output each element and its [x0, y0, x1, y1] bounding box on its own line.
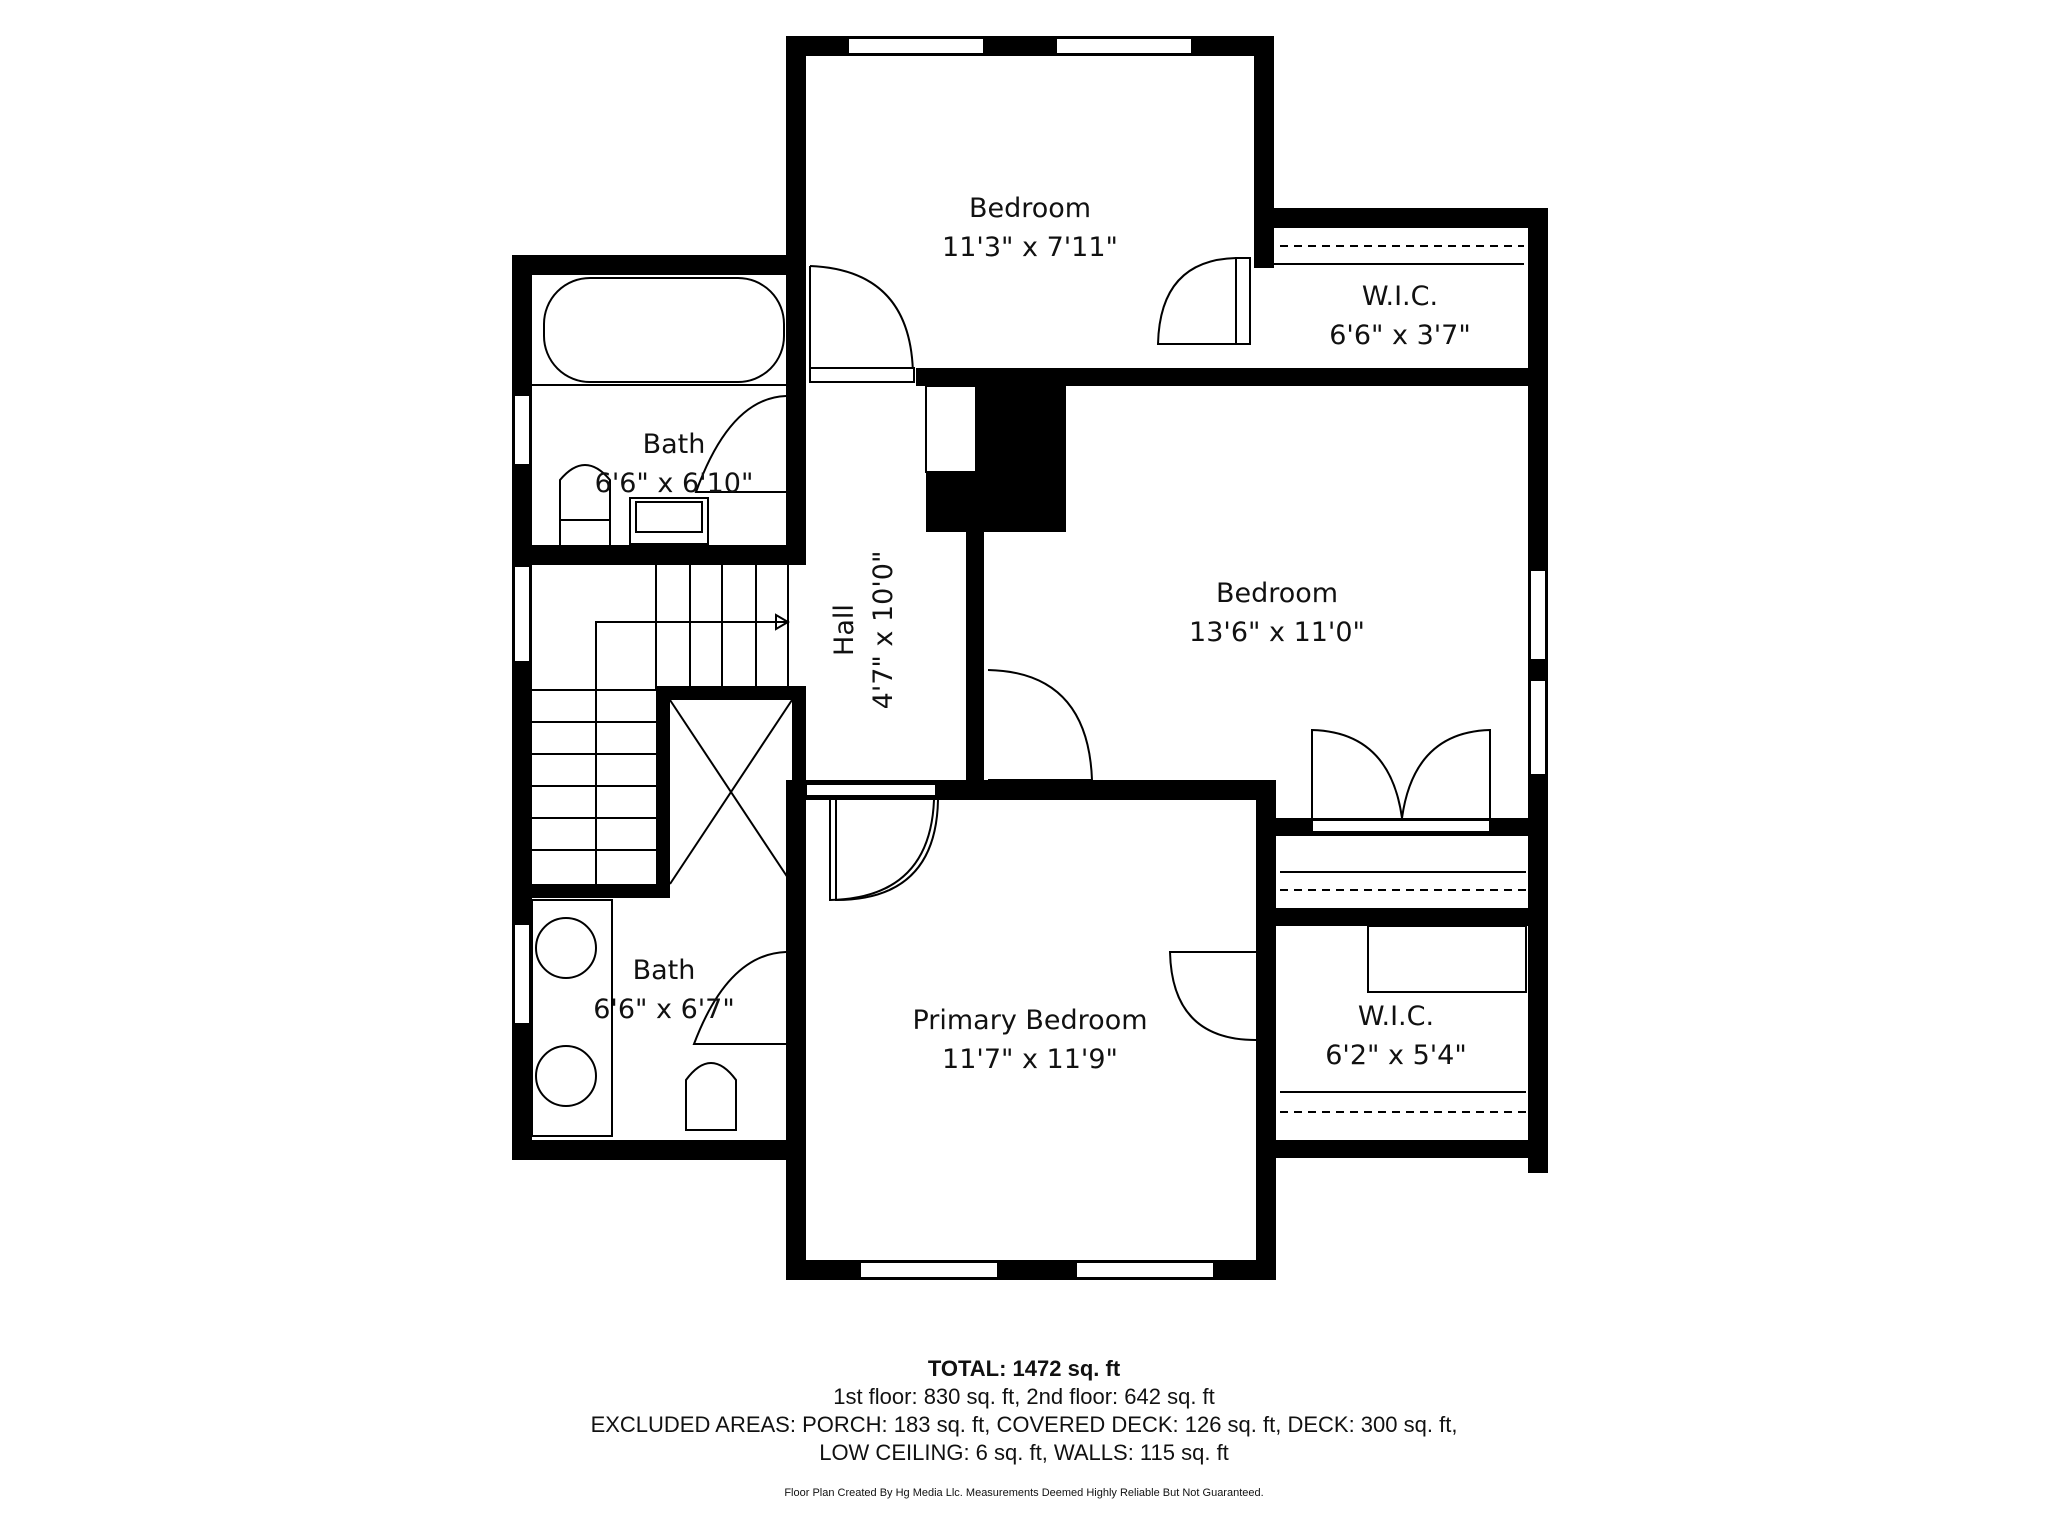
- room-bedroom-east: Bedroom 13'6" x 11'0": [1189, 574, 1365, 652]
- total-area: TOTAL: 1472 sq. ft: [927, 1356, 1121, 1381]
- room-wic-south: W.I.C. 6'2" x 5'4": [1325, 997, 1467, 1075]
- room-name: W.I.C.: [1361, 280, 1439, 312]
- excluded-areas-line-1: EXCLUDED AREAS: PORCH: 183 sq. ft, COVER…: [590, 1412, 1458, 1437]
- room-dimensions: 6'2" x 5'4": [1325, 1040, 1467, 1071]
- room-dimensions: 6'6" x 6'10": [594, 468, 754, 499]
- area-summary: TOTAL: 1472 sq. ft 1st floor: 830 sq. ft…: [0, 1355, 2048, 1499]
- room-name: Hall: [828, 604, 860, 656]
- room-wic-north: W.I.C. 6'6" x 3'7": [1329, 277, 1471, 355]
- doors-and-fixtures: [531, 245, 1527, 1137]
- room-dimensions: 13'6" x 11'0": [1189, 617, 1365, 648]
- room-name: Bedroom: [968, 192, 1092, 224]
- room-name: Bath: [642, 428, 706, 460]
- room-dimensions: 6'6" x 3'7": [1329, 320, 1471, 351]
- room-name: Bath: [632, 954, 696, 986]
- room-bath-upper: Bath 6'6" x 6'10": [595, 425, 754, 503]
- credit-disclaimer: Floor Plan Created By Hg Media Llc. Meas…: [784, 1487, 1264, 1499]
- room-name: Bedroom: [1215, 577, 1339, 609]
- room-dimensions: 4'7" x 10'0": [868, 550, 899, 710]
- room-dimensions: 11'7" x 11'9": [942, 1044, 1118, 1075]
- room-primary-bedroom: Primary Bedroom 11'7" x 11'9": [912, 1001, 1147, 1079]
- room-dimensions: 6'6" x 6'7": [593, 994, 735, 1025]
- excluded-areas-line-2: LOW CEILING: 6 sq. ft, WALLS: 115 sq. ft: [819, 1440, 1229, 1465]
- windows: [513, 37, 1547, 1279]
- room-name: W.I.C.: [1357, 1000, 1435, 1032]
- floor-areas: 1st floor: 830 sq. ft, 2nd floor: 642 sq…: [833, 1384, 1215, 1409]
- room-bath-lower: Bath 6'6" x 6'7": [593, 951, 735, 1029]
- room-bedroom-north: Bedroom 11'3" x 7'11": [942, 189, 1118, 267]
- room-name: Primary Bedroom: [912, 1004, 1148, 1036]
- walls: [512, 36, 1548, 1280]
- room-dimensions: 11'3" x 7'11": [942, 232, 1118, 263]
- room-hall: Hall 4'7" x 10'0": [825, 551, 903, 710]
